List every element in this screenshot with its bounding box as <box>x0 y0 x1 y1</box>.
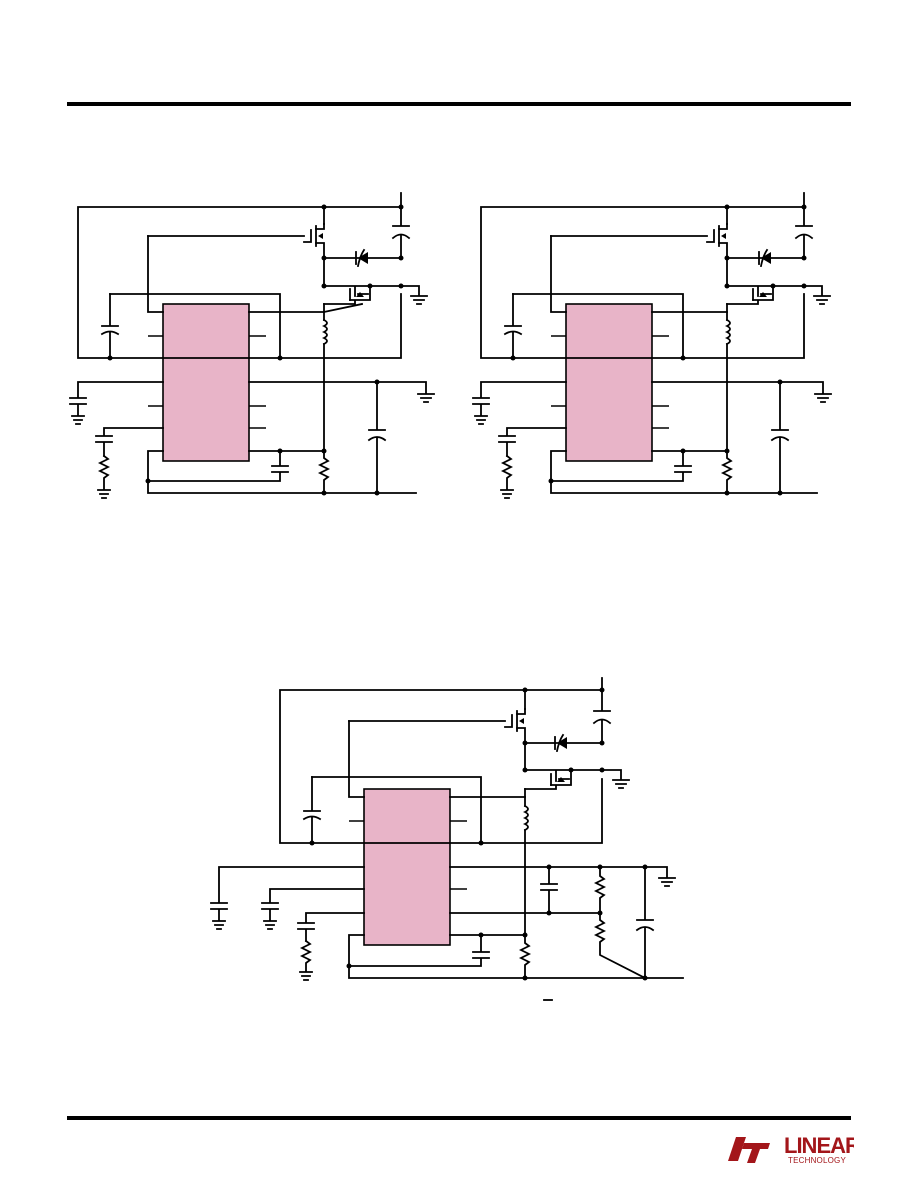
footer-rule <box>67 1116 851 1120</box>
schematic-top-right <box>472 192 832 499</box>
controller-ic <box>162 303 250 462</box>
logo-subword: TECHNOLOGY <box>788 1156 846 1165</box>
linear-technology-logo: LINEAR TECHNOLOGY <box>728 1133 854 1165</box>
schematic-top-left <box>69 192 435 499</box>
controller-ic <box>565 303 653 462</box>
header-rule <box>67 102 851 106</box>
controller-ic <box>363 788 451 946</box>
schematic-bottom <box>210 677 684 1001</box>
logo-word: LINEAR <box>784 1133 854 1158</box>
